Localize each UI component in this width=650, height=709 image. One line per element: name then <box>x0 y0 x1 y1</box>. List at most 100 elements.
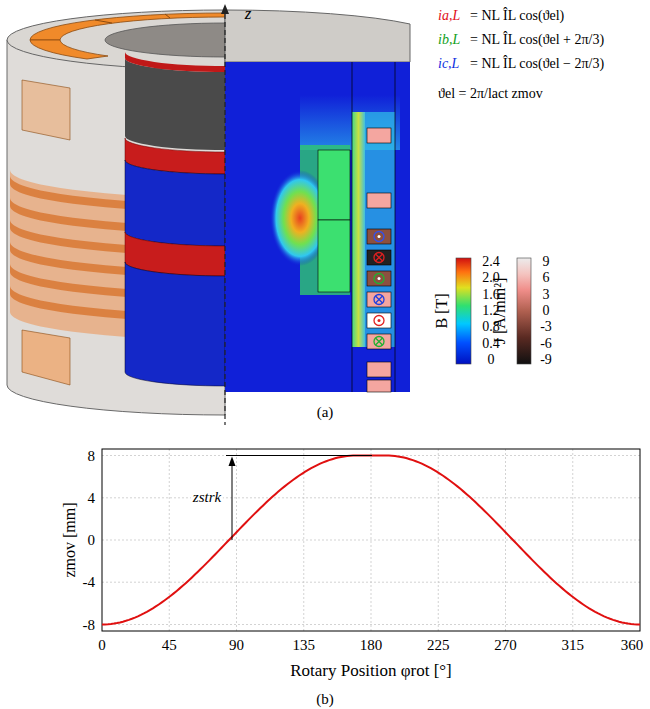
mover <box>125 52 225 386</box>
chart-grid <box>102 582 640 583</box>
stator-top-face <box>95 20 112 23</box>
axis-tick: 45 <box>162 637 177 654</box>
fem-section <box>367 292 391 307</box>
current-name: ic,L <box>438 56 459 71</box>
colorbar-tick: -6 <box>540 336 552 351</box>
fem-section <box>367 193 391 208</box>
chart-frame <box>102 449 640 631</box>
colorbar-title: B [T] <box>433 293 451 328</box>
fem-section <box>367 313 391 328</box>
stator-top-face <box>165 14 170 18</box>
fem-section <box>365 112 395 347</box>
colorbar <box>456 258 471 364</box>
axis-label: z <box>245 5 252 24</box>
axis-tick: -8 <box>83 616 96 633</box>
colorbar-tick: 2.4 <box>482 254 500 269</box>
chart-grid <box>505 449 506 631</box>
axis-tick: 135 <box>293 637 316 654</box>
axis-tick: 8 <box>88 447 96 464</box>
subfigure-label: (b) <box>316 691 334 708</box>
chart-grid <box>102 497 640 498</box>
stator-top-face <box>30 13 225 40</box>
stroke-dimension <box>232 465 233 540</box>
colorbar-tick: 9 <box>543 254 550 269</box>
axis-tick: 4 <box>88 490 96 507</box>
fem-section <box>225 62 410 392</box>
current-direction-symbol <box>376 254 383 261</box>
axis-tick: 270 <box>494 637 517 654</box>
current-direction-symbol <box>376 338 383 345</box>
axis-line <box>221 4 229 425</box>
mover <box>125 160 225 246</box>
current-direction-symbol <box>374 253 384 263</box>
fem-section <box>225 10 410 392</box>
axis-title: zmov [mm] <box>61 502 79 577</box>
chart-grid <box>102 624 640 625</box>
colorbar-title: J [A/mm²] <box>491 278 509 345</box>
equation: = NL ÎL cos(ϑel + 2π/3) <box>470 32 604 47</box>
stator-shell <box>7 40 225 415</box>
mover <box>125 262 225 386</box>
chart-grid <box>236 449 237 631</box>
stator-top-face <box>30 40 108 59</box>
current-direction-symbol <box>374 295 384 305</box>
axis-tick: 90 <box>229 637 244 654</box>
colorbar <box>456 258 531 364</box>
current-direction-symbol <box>374 232 384 347</box>
equation: = NL ÎL cos(ϑel) <box>470 8 564 23</box>
current-direction-symbol <box>374 274 384 284</box>
axis-title: Rotary Position φrot [°] <box>290 662 452 681</box>
fem-section <box>318 220 350 292</box>
colorbar-tick: 3 <box>543 287 550 302</box>
fem-section <box>395 62 396 392</box>
chart-grid <box>102 540 640 541</box>
stator-top-face <box>105 23 225 57</box>
chart-grid <box>102 449 640 631</box>
fem-section <box>367 362 391 377</box>
current-direction-symbol <box>378 319 381 322</box>
colorbar-tick: 6 <box>543 271 550 286</box>
chart-grid <box>169 449 170 631</box>
fem-section <box>225 10 410 62</box>
stroke-dimension <box>226 455 372 456</box>
stator-shell <box>7 40 225 415</box>
equation: ϑel = 2π/lact zmov <box>438 86 543 101</box>
current-name: ia,L <box>438 8 460 23</box>
fem-section <box>367 250 391 265</box>
axis-tick: 315 <box>562 637 585 654</box>
current-direction-symbol <box>374 316 384 326</box>
stroke-dimension <box>226 456 372 541</box>
colorbar <box>517 258 531 364</box>
stroke-dimension <box>229 457 236 467</box>
axis-tick: 360 <box>621 637 644 654</box>
stator-winding <box>22 80 70 140</box>
current-name: ib,L <box>438 32 460 47</box>
mover <box>125 52 225 72</box>
axis-line <box>221 4 229 14</box>
dimension-label: zstrk <box>191 489 223 506</box>
current-direction-symbol <box>376 296 383 303</box>
fem-section <box>318 150 350 220</box>
stator-top-face <box>7 10 225 70</box>
fem-section <box>367 380 391 392</box>
colorbar-tick: -3 <box>540 319 552 334</box>
fem-section <box>367 334 391 349</box>
colorbar-tick: 0 <box>543 303 550 318</box>
current-direction-symbol <box>378 235 381 238</box>
axis-tick: 225 <box>427 637 450 654</box>
chart-curve <box>102 456 640 625</box>
stator-winding <box>22 330 70 385</box>
fem-section <box>352 62 353 392</box>
equation: = NL ÎL cos(ϑel − 2π/3) <box>470 56 604 71</box>
fem-section <box>367 271 391 286</box>
axis-line <box>224 14 225 425</box>
chart-grid <box>572 449 573 631</box>
colorbar-tick: -9 <box>540 352 552 367</box>
fem-section <box>352 112 365 347</box>
current-direction-symbol <box>374 232 384 242</box>
fem-section <box>367 229 391 244</box>
current-direction-symbol <box>378 277 381 280</box>
axis-tick: -4 <box>83 574 96 591</box>
